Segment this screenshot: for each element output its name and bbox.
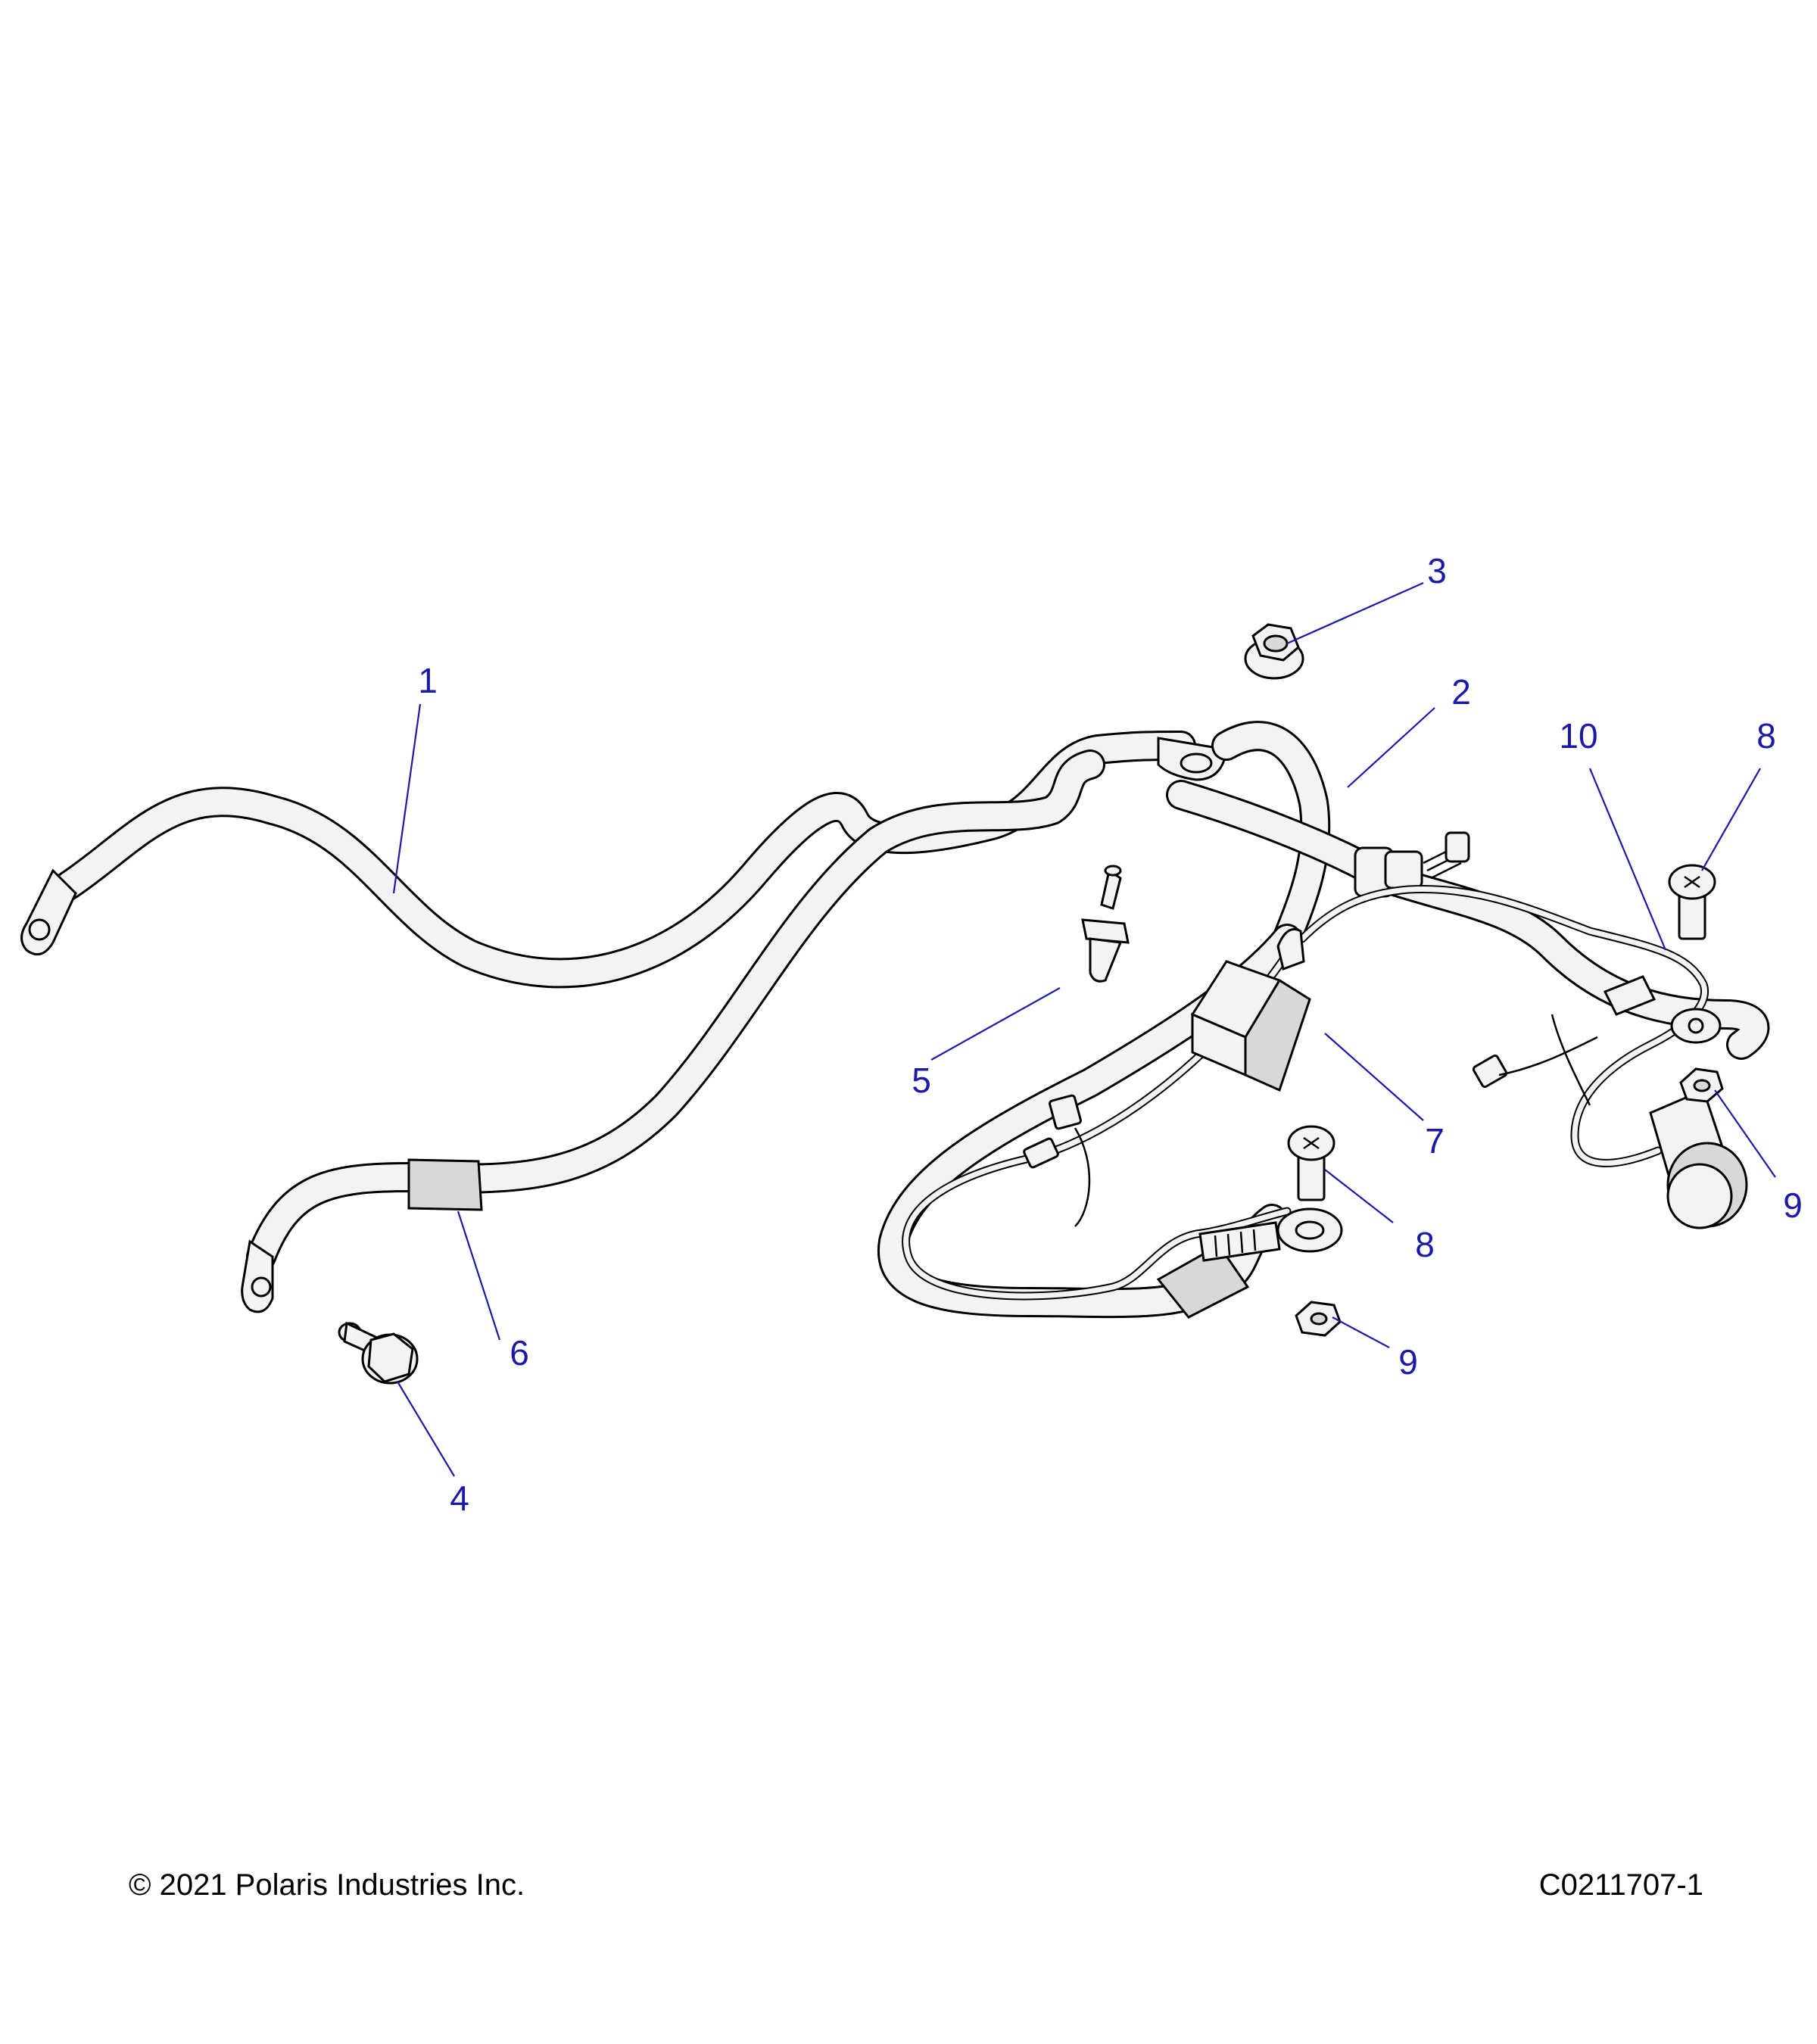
callout-1: 1 — [418, 661, 438, 700]
wire-ring-terminal — [1198, 1207, 1343, 1262]
callout-7: 7 — [1425, 1121, 1445, 1161]
battery-cable-1 — [20, 731, 1228, 989]
callout-labels: 1 2 3 4 5 6 7 8 8 9 9 10 — [418, 551, 1803, 1518]
cable-tie — [1023, 1094, 1091, 1227]
screw-8 — [1287, 1125, 1335, 1201]
harness-2 — [877, 721, 1770, 1319]
fuse-holder-7 — [1190, 928, 1311, 1092]
hex-nut-9 — [1295, 1301, 1342, 1337]
callout-leaders — [392, 581, 1776, 1477]
callout-9a: 9 — [1783, 1186, 1803, 1225]
drawing-id: C0211707-1 — [1538, 1868, 1703, 1902]
callout-9b: 9 — [1398, 1342, 1418, 1382]
battery-cable-6 — [241, 749, 1105, 1313]
callout-4: 4 — [450, 1478, 469, 1518]
ring-terminal — [1157, 737, 1228, 781]
callout-3: 3 — [1427, 551, 1447, 590]
wire-connector — [1603, 975, 1722, 1044]
terminal-boot — [1649, 1088, 1748, 1229]
screw-8 — [1668, 864, 1716, 940]
callout-5: 5 — [912, 1061, 931, 1100]
push-pin-5 — [1081, 865, 1130, 983]
callout-8a: 8 — [1756, 716, 1776, 756]
callout-2: 2 — [1451, 672, 1471, 712]
callout-8b: 8 — [1415, 1225, 1435, 1264]
ring-terminal — [20, 868, 77, 956]
stud-terminal — [1354, 831, 1470, 898]
flange-nut-3 — [1244, 623, 1304, 680]
flange-bolt-4 — [338, 1321, 419, 1385]
hex-nut-9 — [1679, 1067, 1724, 1103]
ring-terminal — [241, 1239, 274, 1313]
copyright-notice: © 2021 Polaris Industries Inc. — [129, 1868, 525, 1902]
cable-tie — [1472, 1014, 1598, 1106]
callout-10: 10 — [1559, 716, 1597, 756]
callout-6: 6 — [510, 1333, 529, 1373]
cable-sleeve — [407, 1158, 483, 1211]
cable-sleeve — [1156, 1244, 1250, 1319]
